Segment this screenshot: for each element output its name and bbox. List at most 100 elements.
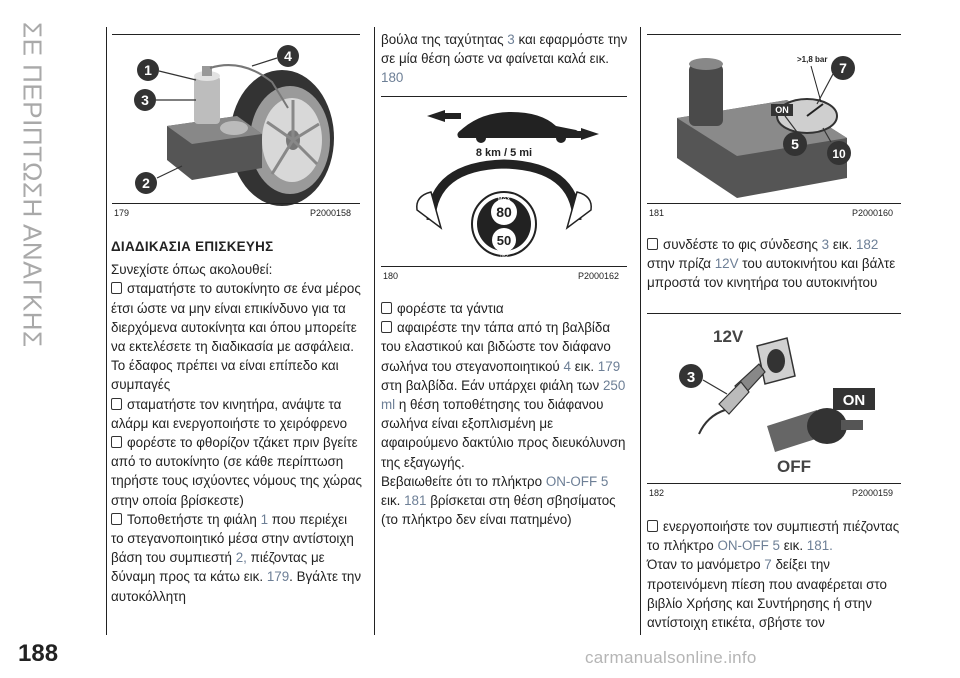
bullet-gloves: φορέστε τα γάντια [381, 299, 631, 318]
distance-label: 8 km / 5 mi [476, 147, 532, 159]
on-tag-label: ON [775, 105, 789, 115]
bullet-stop-engine: σταματήστε τον κινητήρα, ανάψτε τα αλάρμ… [111, 395, 363, 433]
text-run: η θέση τοποθέτησης του διάφανου σωλήνα ε… [381, 397, 626, 470]
speed-sticker-text: βούλα της ταχύτητας 3 και εφαρμόστε την … [381, 30, 631, 88]
ref-number: 5 [600, 473, 609, 489]
callout-3 [679, 364, 703, 388]
ref-number: 181 [404, 493, 427, 509]
compressor-gauge-illustration: ON >1,8 bar 7 5 10 [677, 55, 855, 198]
callout-10-label: 10 [832, 147, 846, 161]
bullet-activate-compressor: ενεργοποιήστε τον συμπιεστή πιέζοντας το… [647, 517, 903, 555]
callout-2 [135, 172, 157, 194]
fig182-top-rule [647, 313, 901, 314]
column-2-text: φορέστε τα γάντια αφαιρέστε την τάπα από… [381, 299, 631, 529]
callout-3-label: 3 [687, 369, 695, 386]
speed-limit-illustration: 8 km / 5 mi MAX 80 50 NO [416, 110, 599, 259]
on-label: ON [843, 392, 866, 409]
fig182-caption-rule [647, 483, 901, 484]
callout-3-label: 3 [141, 92, 149, 108]
checkbox-icon [647, 238, 658, 250]
onoff-check-text: Βεβαιωθείτε ότι το πλήκτρο ON-OFF 5 εικ.… [381, 472, 631, 530]
bullet-stop-car: σταματήστε το αυτοκίνητο σε ένα μέρος έτ… [111, 279, 363, 394]
bullet-text: σταματήστε το αυτοκίνητο σε ένα μέρος έτ… [111, 281, 361, 393]
fig181-caption-rule [647, 203, 901, 204]
socket-label: 12V [713, 327, 744, 346]
callout-1 [137, 59, 159, 81]
fig180-code: P2000162 [578, 271, 620, 281]
text-run: που περιέχει το στεγανοποιητικό μέσα στη… [111, 511, 354, 566]
fig179-code: P2000158 [310, 208, 352, 218]
section-title: ΣΕ ΠΕΡΙΠΤΩΣΗ ΑΝΑΓΚΗΣ [17, 22, 48, 348]
text-run: Όταν το μανόμετρο [647, 557, 761, 573]
sign-bottom-label: NO [500, 253, 508, 259]
text-run: εικ. [783, 538, 804, 554]
callout-4-label: 4 [284, 48, 292, 64]
column-divider-3 [640, 27, 641, 635]
max-label: MAX [497, 197, 510, 203]
callout-5-label: 5 [791, 136, 799, 152]
ref-number: 179 [597, 358, 621, 374]
checkbox-icon [111, 512, 122, 525]
max-speed: 80 [496, 204, 512, 220]
column-1-text: ΔΙΑΔΙΚΑΣΙΑ ΕΠΙΣΚΕΥΗΣ Συνεχίστε όπως ακολ… [111, 237, 363, 606]
figure-182: 12V 3 ON OFF [647, 316, 901, 482]
text-run: Τοποθετήστε τη φιάλη [127, 511, 257, 527]
text-run: πιέζοντας με δύναμη προς τα κάτω [111, 550, 325, 585]
ref-number: 5 [772, 538, 780, 554]
checkbox-icon [111, 397, 122, 410]
socket-and-key-illustration: 12V 3 ON OFF [679, 327, 875, 476]
figure-179: 1 3 4 2 [112, 38, 360, 208]
fig182-code: P2000159 [852, 488, 894, 498]
text-run: ενεργοποιήστε τον συμπιεστή πιέζοντας το… [647, 519, 900, 554]
text-run: στην πρίζα [647, 256, 711, 272]
text-run: εικ. [574, 358, 595, 374]
fig179-number: 179 [114, 208, 130, 218]
fig182-number: 182 [649, 488, 665, 498]
key-name: 12V [714, 256, 739, 272]
text-run: συνδέστε το φις σύνδεσης [663, 237, 818, 252]
ref-number: 179 [266, 569, 290, 585]
bullet-connect-plug: συνδέστε το φις σύνδεσης 3 εικ. 182 στην… [647, 235, 903, 293]
min-speed: 50 [497, 233, 511, 248]
fig181-number: 181 [649, 208, 665, 218]
callout-7-label: 7 [839, 60, 847, 76]
text-run: Βεβαιωθείτε ότι το πλήκτρο [381, 473, 543, 489]
ref-number: 3 [821, 237, 830, 252]
text-run: δείξει την προτεινόμενη πίεση που αναφέρ… [647, 557, 887, 631]
bullet-valve: αφαιρέστε την τάπα από τη βαλβίδα του ελ… [381, 318, 631, 472]
ref-number: 180 [381, 70, 404, 86]
column-2-top-text: βούλα της ταχύτητας 3 και εφαρμόστε την … [381, 30, 631, 88]
checkbox-icon [381, 321, 392, 334]
figure-180: 8 km / 5 mi MAX 80 50 NO [381, 100, 627, 268]
pressure-label: >1,8 bar [797, 55, 827, 64]
fig181-code: P2000160 [852, 208, 894, 218]
bullet-vest: φορέστε το φθορίζον τζάκετ πριν βγείτε α… [111, 433, 363, 510]
text-run: βρίσκεται στη θέση σβησίματος (το πλήκτρ… [381, 493, 616, 528]
ref-number: 4 [563, 358, 571, 374]
ref-number: 181. [806, 538, 833, 554]
callout-4 [277, 45, 299, 67]
text-run: και εφαρμόστε την σε μία θέση ώστε να φα… [381, 32, 628, 67]
compressor-kit-illustration: 1 3 4 2 [134, 45, 334, 206]
text-run: βούλα της ταχύτητας [381, 32, 504, 47]
bullet-text: φορέστε τα γάντια [397, 301, 504, 316]
ref-number: 1 [260, 511, 269, 527]
ref-number: 3 [507, 32, 515, 47]
checkbox-icon [381, 302, 392, 314]
procedure-heading: ΔΙΑΔΙΚΑΣΙΑ ΕΠΙΣΚΕΥΗΣ [111, 239, 274, 254]
fig181-top-rule [647, 34, 901, 35]
text-run: εικ. [381, 493, 401, 509]
fig179-top-rule [112, 34, 360, 35]
ref-value: 250 ml [381, 377, 626, 413]
watermark: carmanualsonline.info [585, 648, 757, 667]
callout-2-label: 2 [142, 175, 150, 191]
text-run: εικ. [243, 569, 264, 585]
intro-text: Συνεχίστε όπως ακολουθεί: [111, 262, 273, 278]
bullet-text: φορέστε το φθορίζον τζάκετ πριν βγείτε α… [111, 435, 362, 508]
key-name: ON-OFF [545, 473, 598, 489]
callout-3 [134, 89, 156, 111]
fig179-caption-rule [112, 203, 360, 204]
section-title-vertical: ΣΕ ΠΕΡΙΠΤΩΣΗ ΑΝΑΓΚΗΣ [12, 22, 52, 462]
callout-1-label: 1 [144, 62, 152, 78]
off-label: OFF [777, 457, 811, 476]
